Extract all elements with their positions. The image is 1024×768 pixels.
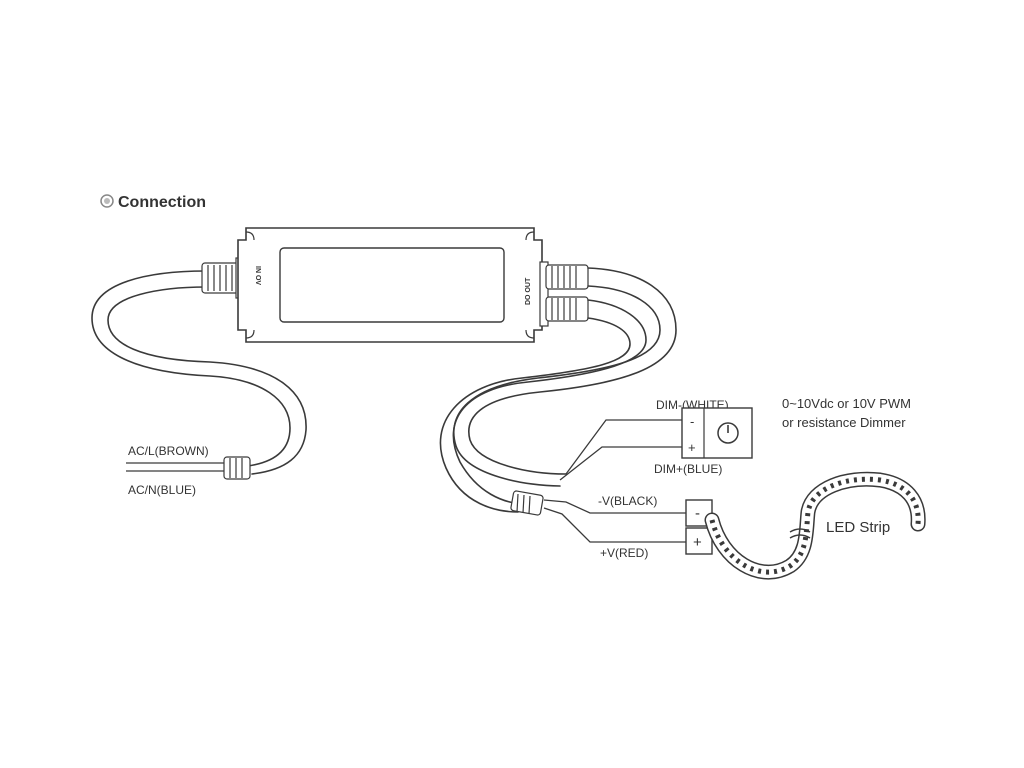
dimmer-wires [559,419,704,481]
led-strip [704,471,926,580]
output-connectors [539,261,589,327]
led-strip-break-icon [789,528,811,539]
dimmer-plus-sign: + [688,440,696,455]
driver-label-area [279,247,505,323]
dimmer-description-line1: 0~10Vdc or 10V PWM [782,396,911,411]
section-header: Connection [100,194,206,211]
ac-input-cable [91,270,307,475]
ac-wire-end [126,456,251,480]
v-plus-label: +V(RED) [600,546,648,560]
dimmer-description-line2: or resistance Dimmer [782,415,906,430]
led-wires [543,499,686,543]
led-terminal-plus-sign: + [693,534,702,551]
dim-plus-label: DIM+(BLUE) [654,462,722,476]
dimmer-box: - + [681,407,753,459]
output-cables [439,267,677,513]
led-cable-connector [510,490,544,516]
dimmer-minus-sign: - [690,414,694,429]
driver-input-label: IN OV [254,266,261,285]
ac-n-label: AC/N(BLUE) [128,483,196,497]
led-strip-label: LED Strip [826,519,890,536]
led-terminal-minus-sign: - [695,505,700,522]
ac-l-label: AC/L(BROWN) [128,444,209,458]
driver-output-label: DO OUT [525,277,532,305]
driver-body: IN OV DO OUT [237,227,543,343]
v-minus-label: -V(BLACK) [598,494,657,508]
section-bullet-icon [100,194,114,208]
section-title: Connection [118,194,206,211]
